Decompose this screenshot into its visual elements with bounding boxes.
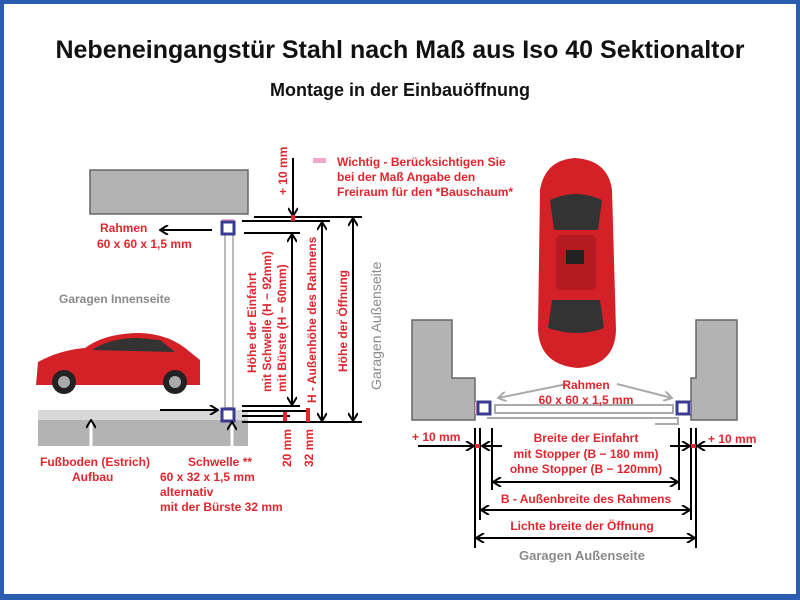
door-leaf xyxy=(224,232,234,409)
garage-inside-label: Garagen Innenseite xyxy=(59,292,171,306)
subtitle: Montage in der Einbauöffnung xyxy=(270,80,530,100)
diagram-canvas: Nebeneingangstür Stahl nach Maß aus Iso … xyxy=(4,4,796,594)
entry-width-label: Breite der Einfahrt xyxy=(534,431,639,445)
top-view: Rahmen 60 x 60 x 1,5 mm + 10 mm + 10 mm … xyxy=(411,158,756,563)
top-plus10-left: + 10 mm xyxy=(412,430,460,444)
page-title: Nebeneingangstür Stahl nach Maß aus Iso … xyxy=(55,36,744,64)
floor-label: Fußboden (Estrich) xyxy=(40,455,150,469)
side-garage-outside-label: Garagen Außenseite xyxy=(368,261,384,390)
entry-height-brush: mit Bürste (H − 60mm) xyxy=(275,264,289,392)
entry-width-stopper: mit Stopper (B − 180 mm) xyxy=(513,447,658,461)
frame-top xyxy=(220,220,236,236)
side-plus10-label: + 10 mm xyxy=(276,147,290,195)
entry-width-no-stopper: ohne Stopper (B − 120mm) xyxy=(510,462,662,476)
opening-height-label: Höhe der Öffnung xyxy=(335,270,350,372)
side-view: Rahmen 60 x 60 x 1,5 mm Garagen Innensei… xyxy=(36,147,384,514)
frame-right xyxy=(675,400,691,416)
door-leaf-top xyxy=(494,404,674,414)
threshold-alt: alternativ xyxy=(160,485,214,499)
note-line-1: Wichtig - Berücksichtigen Sie xyxy=(337,155,506,169)
top-plus10-right: + 10 mm xyxy=(708,432,756,446)
floor-label-2: Aufbau xyxy=(72,470,113,484)
threshold-dims: 60 x 32 x 1,5 mm xyxy=(160,470,255,484)
car-side-image xyxy=(36,333,200,394)
threshold-label: Schwelle ** xyxy=(188,455,252,469)
frame-left xyxy=(476,400,492,416)
side-rahmen-label: Rahmen xyxy=(100,221,147,235)
left-wall xyxy=(411,319,476,421)
top-garage-outside-label: Garagen Außenseite xyxy=(519,548,645,563)
threshold-brush: mit der Bürste 32 mm xyxy=(160,500,283,514)
note-line-3: Freiraum für den *Bauschaum* xyxy=(337,185,513,199)
dim-20mm: 20 mm xyxy=(280,429,294,467)
montage-diagram: Nebeneingangstür Stahl nach Maß aus Iso … xyxy=(36,36,756,563)
lintel-wall xyxy=(89,169,249,215)
opening-width-label: Lichte breite der Öffnung xyxy=(510,518,653,533)
side-rahmen-dims: 60 x 60 x 1,5 mm xyxy=(97,237,192,251)
entry-height-threshold: mit Schwelle (H − 92mm) xyxy=(260,251,274,392)
top-rahmen-dims: 60 x 60 x 1,5 mm xyxy=(539,393,634,407)
right-wall xyxy=(690,319,738,421)
note-line-2: bei der Maß Angabe den xyxy=(337,170,475,184)
frame-bottom xyxy=(220,407,236,423)
entry-height-label: Höhe der Einfahrt xyxy=(245,272,259,373)
foam-legend-swatch xyxy=(313,158,326,163)
car-top-image xyxy=(538,158,616,368)
top-rahmen-label: Rahmen xyxy=(562,378,609,392)
frame-outer-width-label: B - Außenbreite des Rahmens xyxy=(501,492,672,506)
frame-outer-height-label: H - Außenhöhe des Rahmens xyxy=(305,236,319,403)
dim-32mm: 32 mm xyxy=(302,429,316,467)
